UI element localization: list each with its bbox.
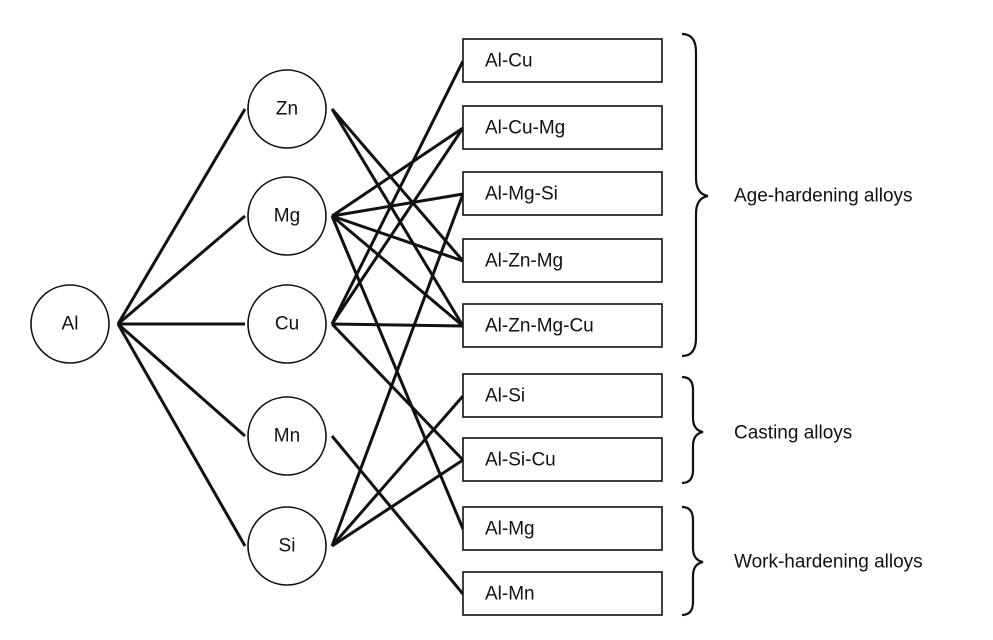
node-mg: Mg	[247, 176, 327, 256]
node-mg-label: Mg	[274, 206, 300, 227]
edge-si-al-mg-si	[330, 193, 465, 547]
alloy-box-al-cu: Al-Cu	[462, 38, 663, 83]
node-zn-circle	[247, 69, 327, 149]
edge-si-al-si-cu	[331, 458, 464, 548]
alloy-box-al-zn-mg: Al-Zn-Mg	[462, 238, 663, 283]
alloy-box-al-mn-rect	[462, 571, 663, 616]
brace-age-hardening	[681, 32, 709, 358]
node-al-label: Al	[62, 314, 79, 335]
alloy-box-al-si-cu: Al-Si-Cu	[462, 437, 663, 482]
group-label-age-hardening: Age-hardening alloys	[734, 186, 913, 207]
node-mn-circle	[247, 396, 327, 476]
alloy-box-al-cu-rect	[462, 38, 663, 83]
edge-cu-al-cu	[330, 60, 465, 325]
alloy-label-al-cu-mg: Al-Cu-Mg	[485, 118, 565, 139]
alloy-box-al-si: Al-Si	[462, 373, 663, 418]
node-si-circle	[247, 506, 327, 586]
alloy-box-al-si-rect	[462, 373, 663, 418]
alloy-label-al-si-cu: Al-Si-Cu	[485, 450, 556, 471]
node-si-label: Si	[279, 536, 296, 557]
alloy-box-al-mg-rect	[462, 506, 663, 551]
alloy-box-al-mn: Al-Mn	[462, 571, 663, 616]
group-label-casting: Casting alloys	[734, 423, 852, 444]
alloy-label-al-zn-mg: Al-Zn-Mg	[485, 251, 563, 272]
alloy-label-al-cu: Al-Cu	[485, 51, 533, 72]
edge-zn-al-zn-mg	[330, 108, 465, 262]
node-mn-label: Mn	[274, 426, 300, 447]
node-zn-label: Zn	[276, 99, 298, 120]
alloy-label-al-zn-mg-cu: Al-Zn-Mg-Cu	[485, 316, 594, 337]
edge-al-mg	[117, 214, 246, 326]
node-zn: Zn	[247, 69, 327, 149]
edge-cu-al-cu-mg	[330, 127, 465, 325]
alloy-label-al-si: Al-Si	[485, 386, 525, 407]
alloy-box-al-zn-mg-cu-rect	[462, 303, 663, 348]
node-al: Al	[30, 284, 110, 364]
edge-mg-al-zn-mg-cu	[331, 214, 464, 328]
edge-si-al-si	[330, 395, 465, 547]
node-cu-circle	[247, 284, 327, 364]
brace-work-hardening	[681, 505, 704, 617]
node-cu-label: Cu	[275, 314, 299, 335]
edge-mg-al-mg-si	[331, 192, 464, 218]
node-mn: Mn	[247, 396, 327, 476]
node-mg-circle	[247, 176, 327, 256]
connection-lines	[116, 60, 465, 595]
alloy-box-al-mg-si: Al-Mg-Si	[462, 171, 663, 216]
node-si: Si	[247, 506, 327, 586]
alloy-box-al-zn-mg-rect	[462, 238, 663, 283]
node-al-circle	[30, 284, 110, 364]
alloy-label-al-mg-si: Al-Mg-Si	[485, 184, 558, 205]
alloy-box-al-cu-mg: Al-Cu-Mg	[462, 105, 663, 150]
alloy-label-al-mn: Al-Mn	[485, 584, 535, 605]
brace-casting	[681, 375, 704, 485]
edge-cu-al-si-cu	[330, 322, 465, 462]
alloy-box-al-cu-mg-rect	[462, 105, 663, 150]
alloy-box-al-si-cu-rect	[462, 437, 663, 482]
alloy-box-al-zn-mg-cu: Al-Zn-Mg-Cu	[462, 303, 663, 348]
alloy-label-al-mg: Al-Mg	[485, 519, 535, 540]
alloy-box-al-mg-si-rect	[462, 171, 663, 216]
group-label-work-hardening: Work-hardening alloys	[734, 552, 923, 573]
node-cu: Cu	[247, 284, 327, 364]
edge-mn-al-mn	[330, 435, 465, 595]
edge-al-mn	[117, 322, 246, 438]
edge-zn-al-zn-mg-cu	[330, 108, 465, 327]
edge-al-zn	[116, 108, 247, 325]
edge-cu-al-zn-mg-cu	[331, 322, 464, 328]
alloy-box-al-mg: Al-Mg	[462, 506, 663, 551]
edge-al-si	[116, 323, 247, 547]
edge-mg-al-cu-mg	[331, 126, 464, 218]
